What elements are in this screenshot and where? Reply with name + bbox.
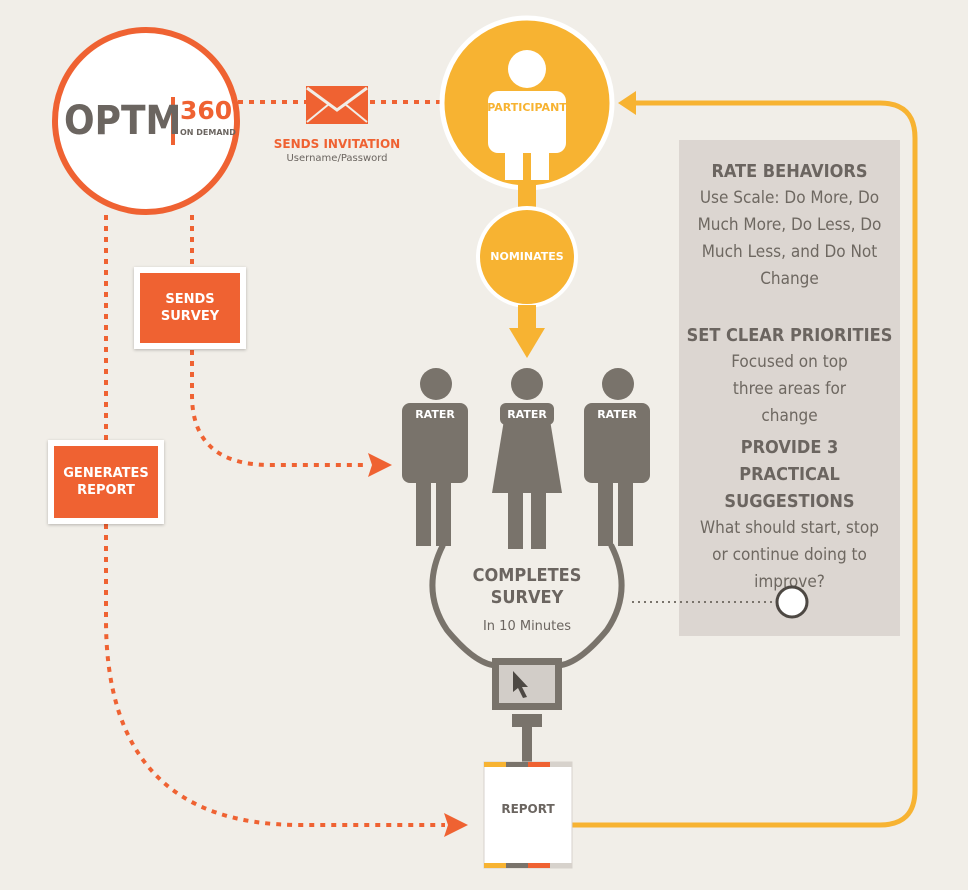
panel-connector-dot xyxy=(775,585,809,619)
generates-report-box: GENERATES REPORT xyxy=(48,440,164,524)
survey-cable xyxy=(429,543,625,669)
generates-report-label: GENERATES REPORT xyxy=(54,446,158,518)
rater-label: RATER xyxy=(415,408,455,421)
monitor-icon xyxy=(492,658,562,766)
logo-360-text: 360 xyxy=(180,96,233,125)
nominates-arrow-icon xyxy=(509,328,545,358)
report-label: REPORT xyxy=(501,802,555,816)
survey-arrow-icon xyxy=(368,453,392,477)
username-password-label: Username/Password xyxy=(286,153,388,164)
report-return-line xyxy=(572,100,918,828)
sends-survey-label: SENDS SURVEY xyxy=(140,273,240,343)
completes-survey-subtitle: In 10 Minutes xyxy=(482,619,572,634)
rater-center-icon xyxy=(492,368,562,549)
participant-person-icon xyxy=(488,50,566,180)
rater-label: RATER xyxy=(597,408,637,421)
nominates-label: NOMINATES xyxy=(490,250,564,263)
rater-right-icon xyxy=(584,368,650,546)
sends-survey-box: SENDS SURVEY xyxy=(134,267,246,349)
priorities-section: SET CLEAR PRIORITIES Focused on top thre… xyxy=(679,322,900,430)
info-panel: RATE BEHAVIORS Use Scale: Do More, Do Mu… xyxy=(679,140,900,636)
optm-logo-circle xyxy=(52,27,240,215)
logo-optm-text: OPTM xyxy=(64,98,182,144)
suggestions-heading: PROVIDE 3 PRACTICAL SUGGESTIONS xyxy=(724,437,855,512)
completes-survey-title: COMPLETES SURVEY xyxy=(472,565,582,608)
logo-on-demand-text: ON DEMAND xyxy=(180,128,236,137)
suggestions-text: What should start, stop or continue doin… xyxy=(700,518,879,592)
return-arrow-icon xyxy=(618,91,636,115)
sends-invitation-label: SENDS INVITATION xyxy=(273,137,401,151)
rate-behaviors-text: Use Scale: Do More, Do Much More, Do Les… xyxy=(697,188,882,289)
priorities-heading: SET CLEAR PRIORITIES xyxy=(686,325,893,346)
participant-label: PARTICIPANT xyxy=(487,101,567,114)
report-document xyxy=(483,761,573,869)
report-arrow-icon xyxy=(444,813,468,837)
envelope-icon xyxy=(306,86,368,124)
report-path xyxy=(104,215,445,827)
survey-path xyxy=(190,215,368,467)
rater-left-icon xyxy=(402,368,468,546)
suggestions-section: PROVIDE 3 PRACTICAL SUGGESTIONS What sho… xyxy=(679,434,900,596)
rate-behaviors-section: RATE BEHAVIORS Use Scale: Do More, Do Mu… xyxy=(679,158,900,293)
priorities-text: Focused on top three areas for change xyxy=(731,352,848,426)
rate-behaviors-heading: RATE BEHAVIORS xyxy=(711,161,868,182)
rater-label: RATER xyxy=(507,408,547,421)
